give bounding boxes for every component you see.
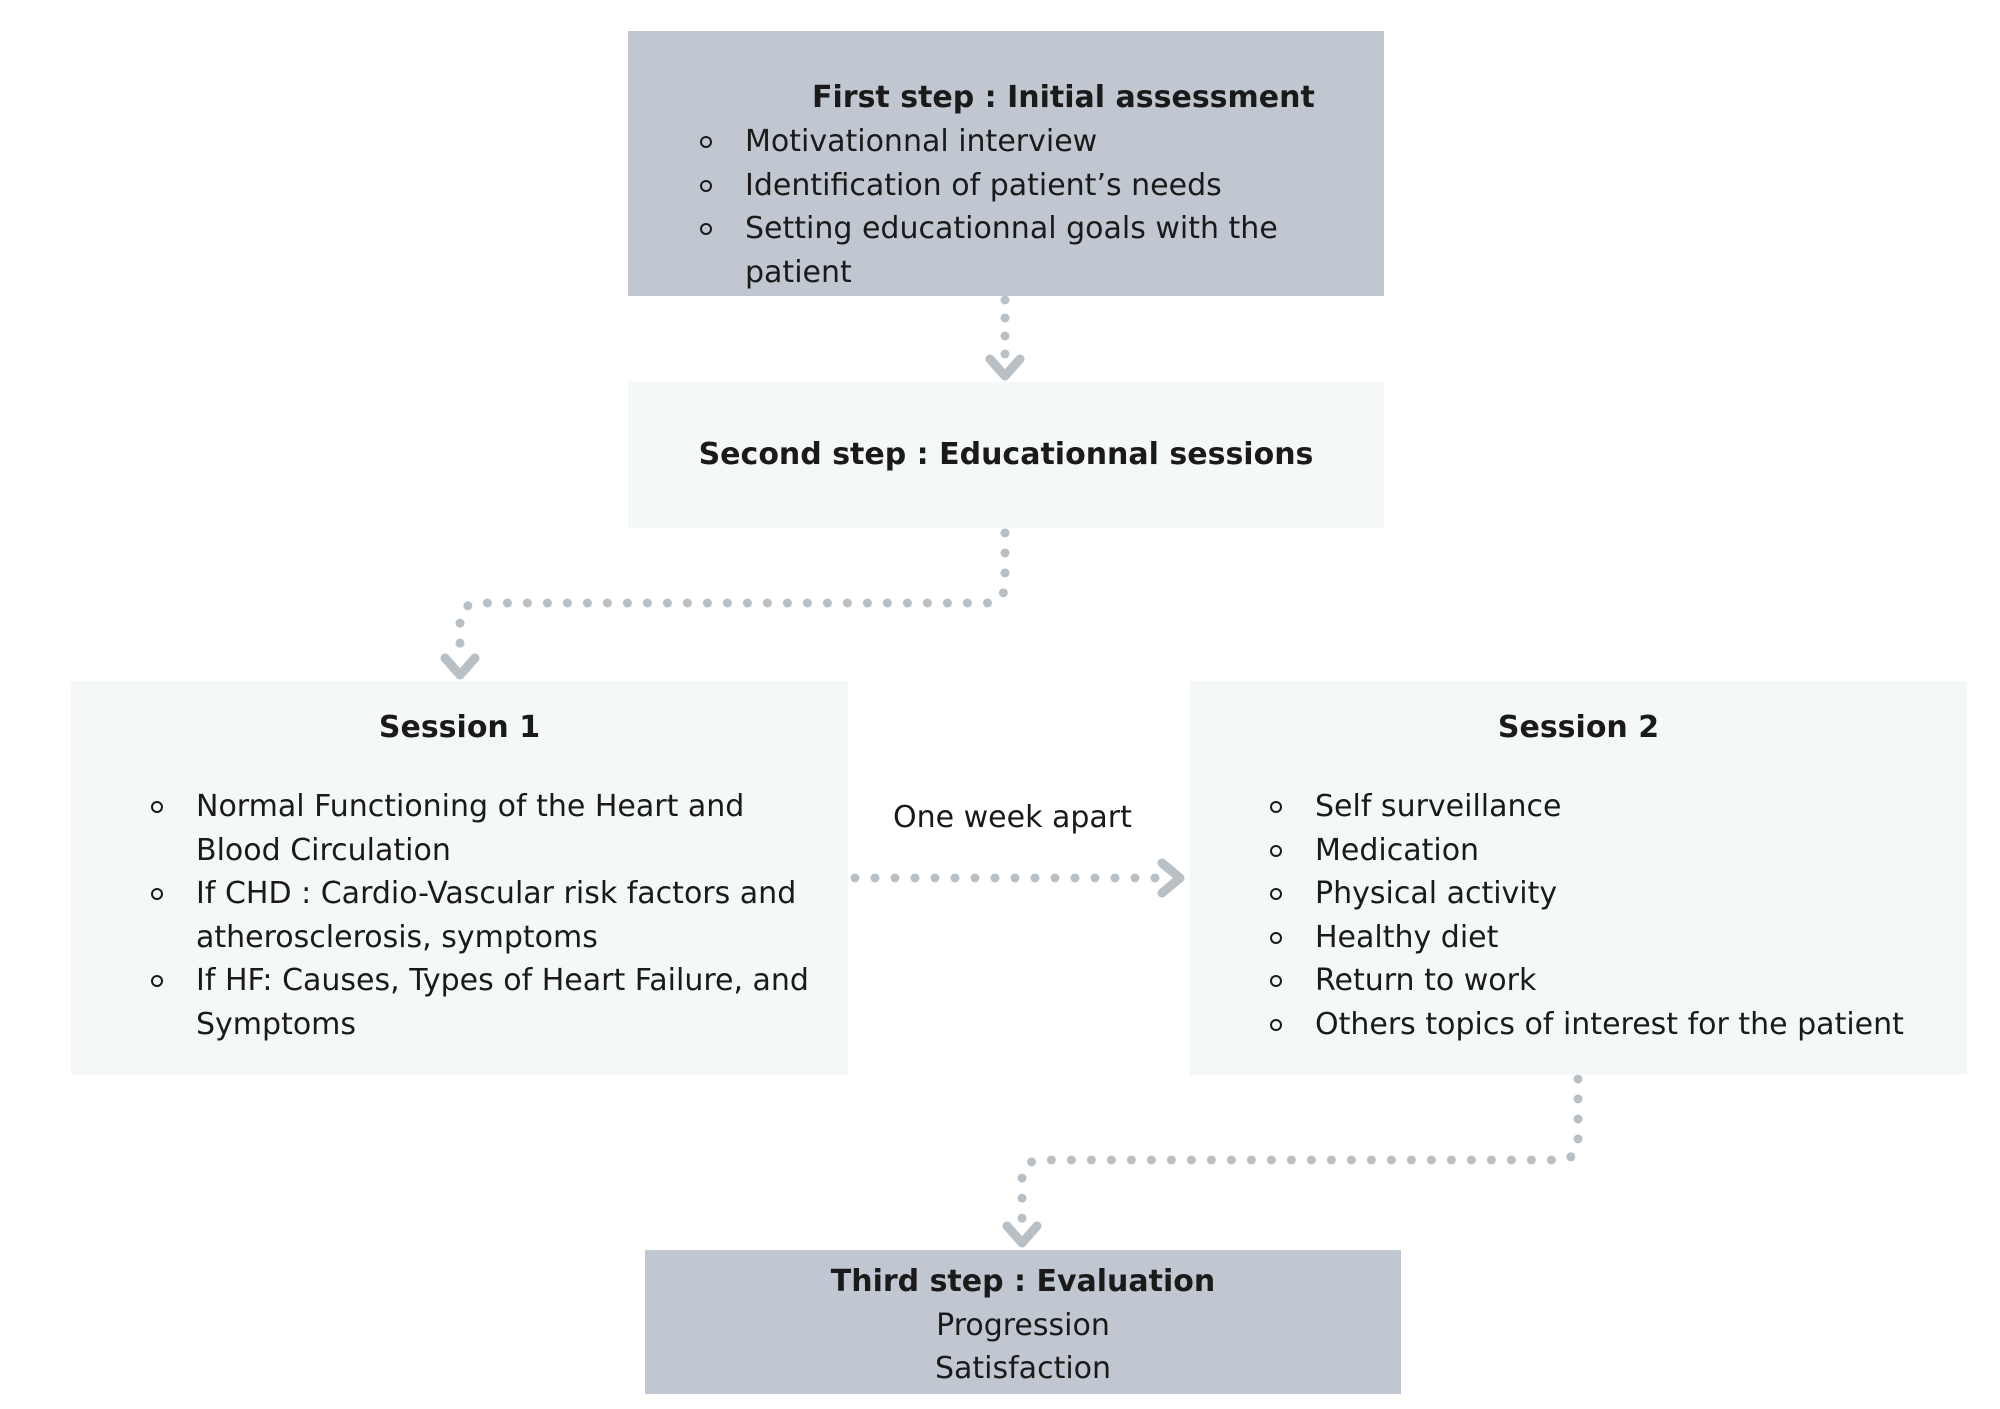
first-step-title: First step : Initial assessment — [812, 80, 1315, 115]
arrowhead-second-to-session1 — [440, 653, 480, 680]
list-item: Setting educationnal goals with the pati… — [690, 207, 1384, 294]
list-item: Healthy diet — [1260, 916, 1947, 960]
list-item: Motivationnal interview — [690, 120, 1384, 164]
connector-second-to-session1 — [455, 528, 1010, 665]
list-item: Normal Functioning of the Heart and Bloo… — [141, 785, 818, 872]
first-step-list: Motivationnal interview Identification o… — [690, 120, 1384, 294]
interval-label: One week apart — [893, 800, 1132, 835]
list-item: Physical activity — [1260, 872, 1947, 916]
arrowhead-first-to-second — [985, 354, 1025, 381]
list-item: If HF: Causes, Types of Heart Failure, a… — [141, 959, 818, 1046]
connector-session2-to-third — [1017, 1074, 1583, 1233]
third-step-title: Third step : Evaluation — [830, 1264, 1216, 1299]
list-item: Self surveillance — [1260, 785, 1947, 829]
list-item: Identification of patient’s needs — [690, 164, 1384, 208]
third-step-line-satisfaction: Satisfaction — [934, 1351, 1112, 1386]
first-step-box: First step : Initial assessment Motivati… — [628, 31, 1384, 296]
list-item: Others topics of interest for the patien… — [1260, 1003, 1947, 1047]
session1-title: Session 1 — [378, 710, 541, 745]
session2-box: Session 2 Self surveillance Medication P… — [1190, 681, 1967, 1075]
second-step-title: Second step : Educationnal sessions — [698, 437, 1314, 472]
session2-list: Self surveillance Medication Physical ac… — [1260, 785, 1947, 1046]
third-step-line-progression: Progression — [936, 1308, 1110, 1343]
session1-list: Normal Functioning of the Heart and Bloo… — [141, 785, 818, 1046]
list-item: Medication — [1260, 829, 1947, 873]
list-item: If CHD : Cardio-Vascular risk factors an… — [141, 872, 818, 959]
arrowhead-session1-to-session2 — [1157, 858, 1185, 898]
session1-box: Session 1 Normal Functioning of the Hear… — [71, 681, 848, 1075]
arrowhead-session2-to-third — [1002, 1221, 1042, 1248]
list-item: Return to work — [1260, 959, 1947, 1003]
session2-title: Session 2 — [1497, 710, 1660, 745]
second-step-box: Second step : Educationnal sessions — [628, 382, 1384, 528]
third-step-box: Third step : Evaluation Progression Sati… — [645, 1250, 1401, 1394]
